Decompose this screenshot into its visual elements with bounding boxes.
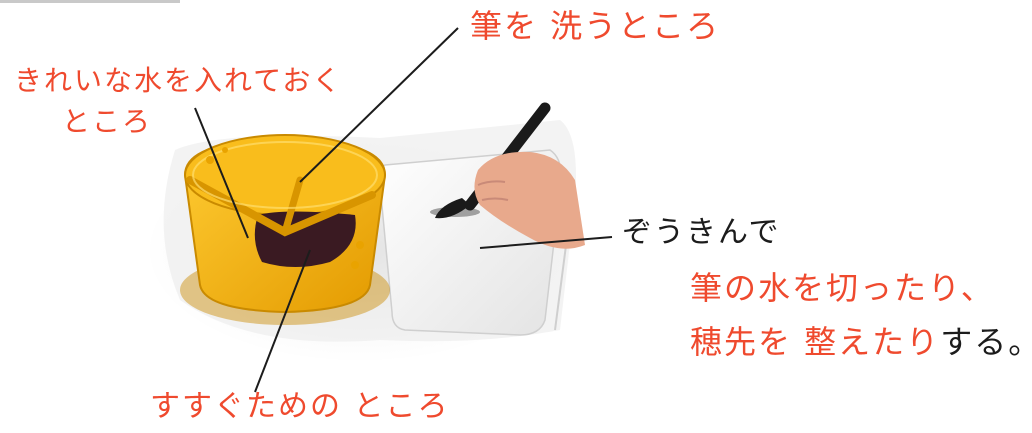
leader-lines (194, 27, 613, 393)
leader-clean-water (194, 107, 249, 239)
label-wash-brush: 筆を 洗うところ (470, 7, 721, 45)
label-line2-red: 穂先を 整えたり (690, 323, 941, 361)
label-clean-water: きれいな水を入れておく (14, 64, 343, 97)
label-clean-water-line2: ところ (62, 105, 153, 138)
label-cloth-purpose-line2: 穂先を 整えたりする。 (690, 322, 1032, 364)
brush-washer-bucket (180, 134, 390, 325)
label-cloth-purpose-line1: 筆の水を切ったり、 (690, 269, 995, 307)
leader-rinse (254, 249, 311, 393)
hand (474, 151, 585, 249)
leader-wash-brush (299, 27, 459, 183)
top-divider (0, 0, 180, 3)
label-rinse: すすぐための ところ (150, 389, 450, 424)
label-line2-black: する。 (940, 323, 1032, 361)
leader-cloth (479, 236, 613, 249)
label-cloth: ぞうきんで (622, 215, 781, 250)
